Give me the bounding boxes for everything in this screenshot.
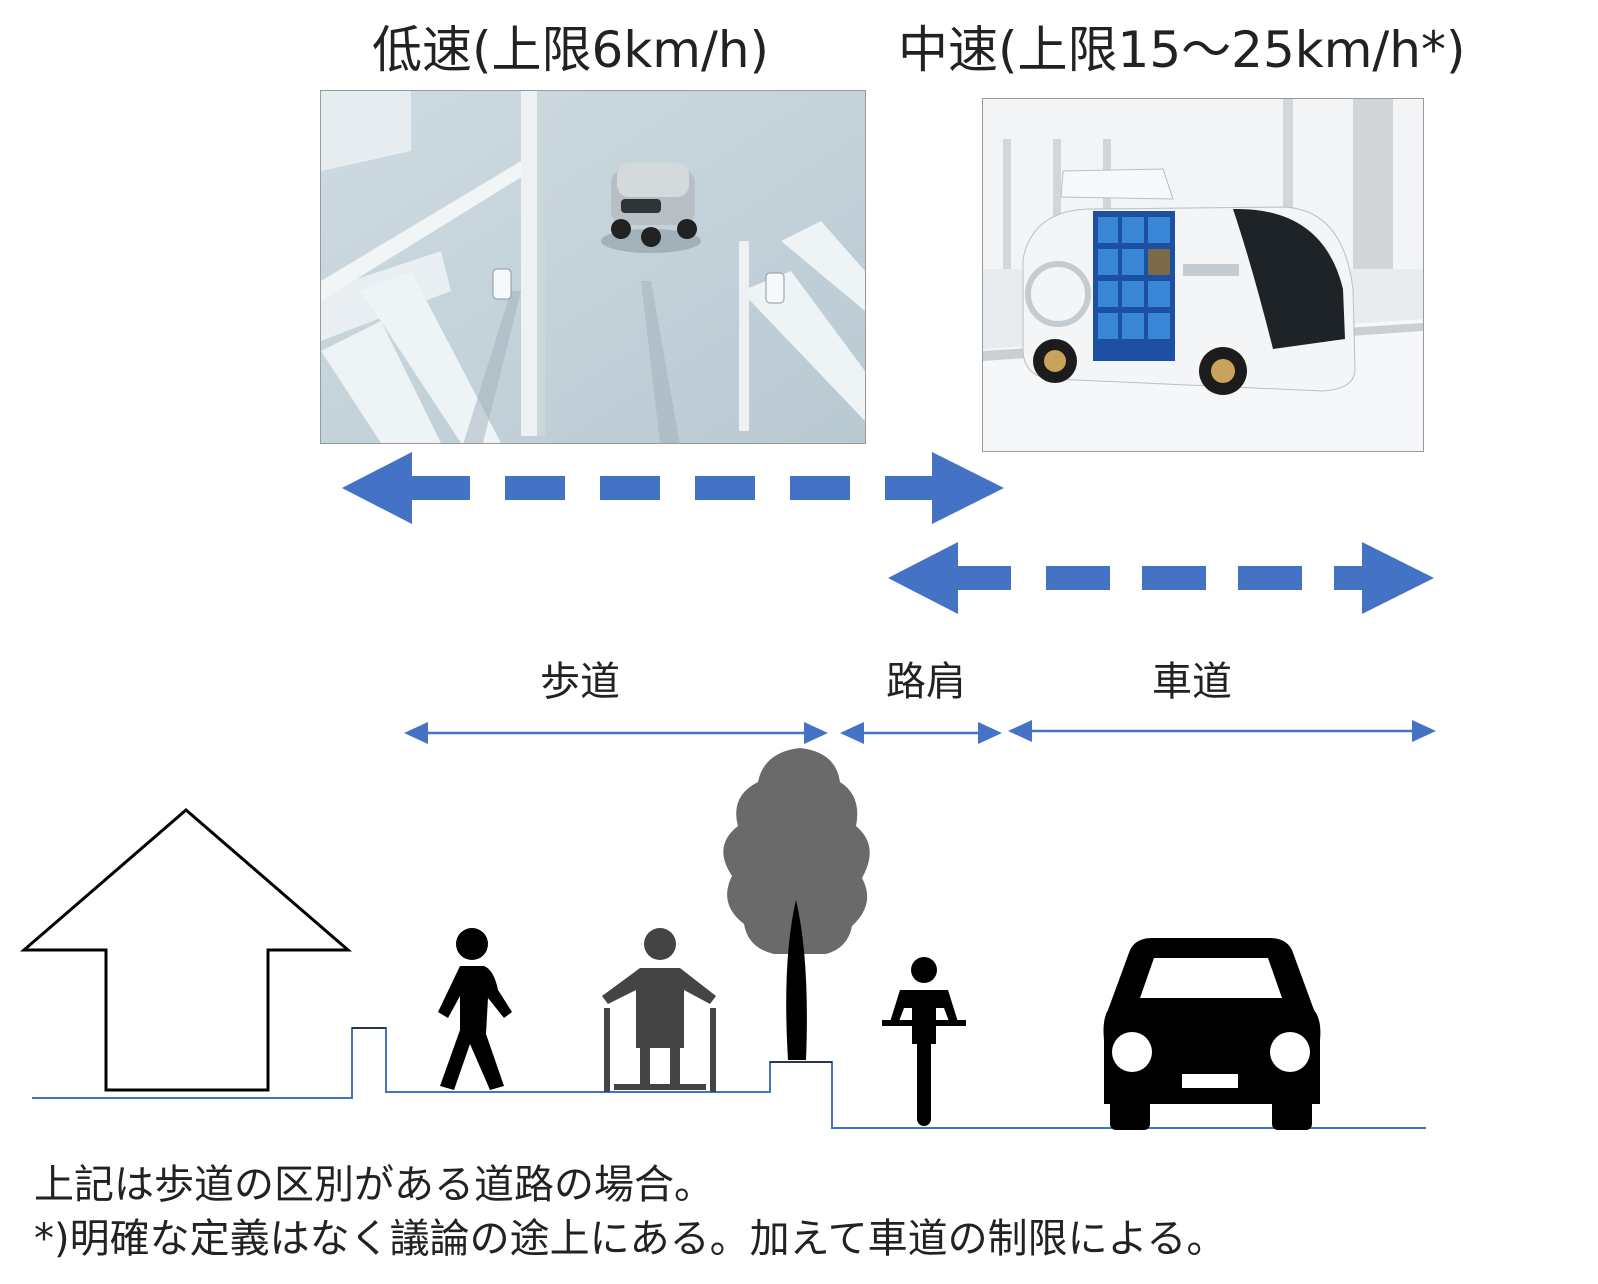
autonomous-delivery-vehicle-image xyxy=(982,98,1424,452)
roadway-label: 車道 xyxy=(1152,659,1232,705)
note-line-1: 上記は歩道の区別がある道路の場合。 xyxy=(34,1162,714,1208)
note-line-2: *)明確な定義はなく議論の途上にある。加えて車道の制限による。 xyxy=(34,1216,1227,1262)
shoulder-range-arrow xyxy=(840,722,1002,744)
shoulder-label: 路肩 xyxy=(886,659,966,705)
low-speed-range-arrow xyxy=(342,452,1004,524)
delivery-robot-image xyxy=(320,90,866,444)
sidewalk-range-arrow xyxy=(404,722,828,744)
tree-icon xyxy=(723,748,870,1060)
house-outline-icon xyxy=(19,808,353,1092)
pedestrian-icon xyxy=(438,928,512,1090)
ground-profile-line xyxy=(32,1027,1426,1129)
mid-speed-range-arrow xyxy=(888,542,1434,614)
roadway-range-arrow xyxy=(1008,720,1436,742)
mid-speed-label: 中速(上限15～25km/h*) xyxy=(898,21,1466,79)
low-speed-label: 低速(上限6km/h) xyxy=(372,21,770,79)
wheelchair-user-icon xyxy=(602,928,716,1092)
sidewalk-label: 歩道 xyxy=(540,659,620,705)
car-icon xyxy=(1103,938,1321,1130)
cyclist-icon xyxy=(882,957,966,1126)
